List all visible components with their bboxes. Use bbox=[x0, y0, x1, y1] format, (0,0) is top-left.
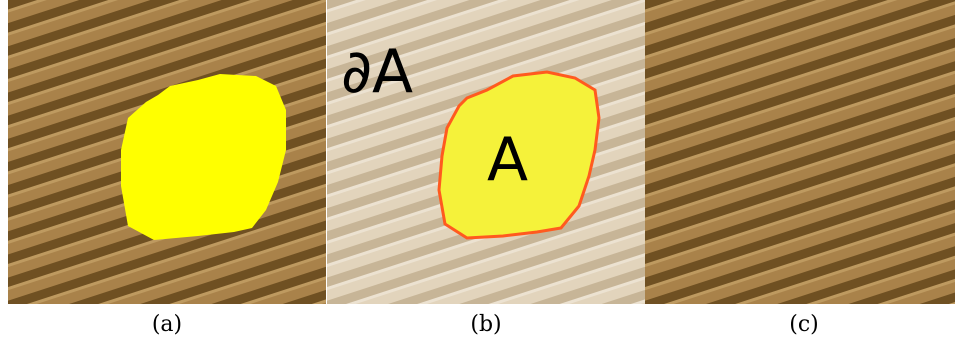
region-label: A bbox=[487, 125, 528, 195]
panel-a bbox=[8, 0, 326, 304]
panel-b: ∂A A bbox=[327, 0, 645, 304]
caption-c: (c) bbox=[645, 312, 955, 337]
panel-b-image: ∂A A bbox=[327, 0, 645, 304]
inpainted-sand-texture bbox=[645, 0, 955, 304]
panel-a-image bbox=[8, 0, 326, 304]
caption-a: (a) bbox=[8, 312, 326, 337]
boundary-label: ∂A bbox=[341, 37, 413, 107]
panel-c bbox=[645, 0, 955, 304]
caption-b: (b) bbox=[327, 312, 645, 337]
panel-c-image bbox=[645, 0, 955, 304]
